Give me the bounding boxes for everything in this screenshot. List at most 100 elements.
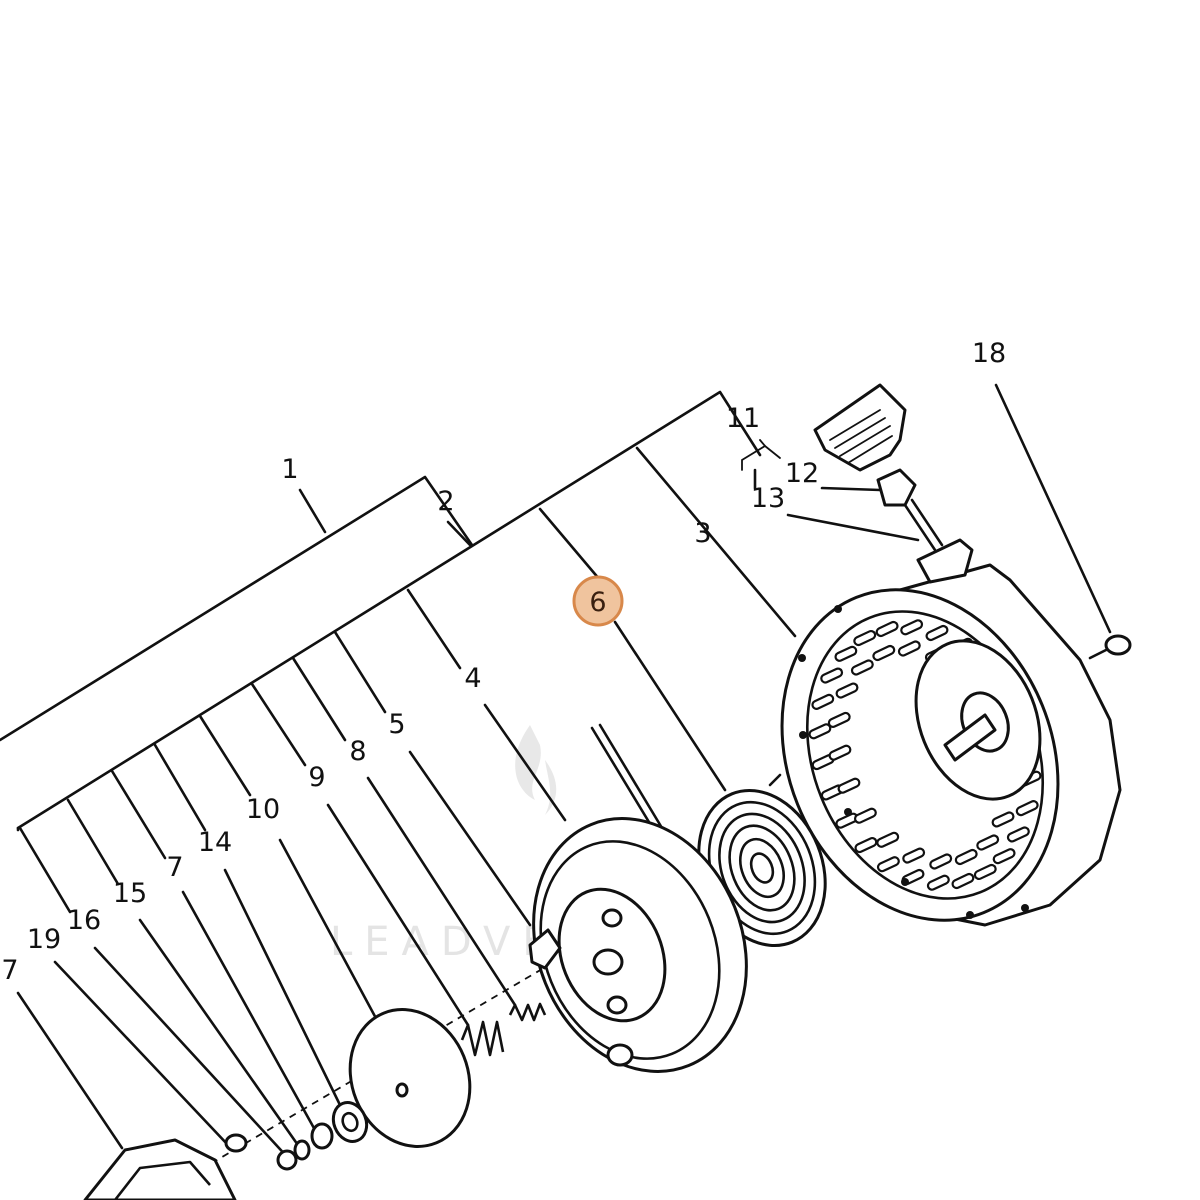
pulley-screw: [606, 1043, 634, 1067]
leader-16-upper: [18, 826, 72, 914]
vent-slot: [926, 874, 950, 891]
callout-6-label[interactable]: 6: [589, 587, 606, 618]
vent-slot: [828, 744, 852, 761]
vent-slot: [1006, 826, 1030, 843]
washers: [224, 1101, 369, 1171]
callout-label: 2: [437, 486, 454, 517]
leader-14-upper: [153, 743, 207, 832]
pulley-center-bore: [592, 948, 624, 976]
leader-15-upper: [66, 798, 120, 886]
vent-slot: [897, 640, 921, 657]
leader-8-upper: [291, 656, 347, 742]
handle-grip-line: [834, 417, 886, 449]
leader-15-lower: [138, 918, 302, 1150]
handle-grip-line: [839, 425, 891, 457]
vent-slot: [992, 848, 1016, 865]
handle-insert: [876, 468, 917, 507]
callout-label: 1: [281, 454, 298, 485]
leader-18: [994, 383, 1112, 634]
bracket-11: [741, 444, 781, 471]
vent-slot: [929, 853, 953, 870]
highlighted-callout-6[interactable]: 6: [572, 575, 624, 627]
callout-label: 4: [464, 663, 481, 694]
vent-slot: [872, 644, 896, 662]
vent-slot: [991, 811, 1015, 828]
vent-slot: [834, 645, 858, 662]
starter-handle-assembly: [813, 383, 974, 584]
flange-hole: [799, 731, 807, 739]
starter-handle: [813, 383, 907, 472]
spring-coil: [739, 837, 785, 899]
flange-hole: [844, 808, 852, 816]
spring-9: [460, 1020, 505, 1057]
nut-16: [276, 1149, 298, 1171]
callout-label: 15: [113, 878, 147, 909]
starter-rope: [903, 503, 937, 552]
bracket-2: [16, 390, 762, 830]
callout-label: 19: [27, 924, 61, 955]
watermark-flame-icon: [515, 725, 541, 800]
vent-slot: [954, 848, 978, 866]
spring-tab: [768, 773, 782, 787]
callout-label: 11: [726, 403, 760, 434]
leader-14-lower: [223, 868, 342, 1107]
leader-8-lower: [366, 776, 517, 1007]
vent-slot: [902, 847, 926, 864]
rope-segment-edge: [598, 723, 664, 830]
flange-hole: [798, 654, 806, 662]
vent-slot: [811, 693, 835, 710]
leader-16-lower: [93, 946, 292, 1162]
highlight-circle[interactable]: [572, 575, 624, 627]
callout-label: 18: [972, 338, 1006, 369]
leader-7b: [16, 991, 124, 1150]
housing-shaft: [943, 713, 997, 762]
vent-slot: [853, 629, 877, 647]
leader-9-lower: [326, 803, 470, 1027]
leader-7-upper: [110, 769, 167, 860]
leader-2: [446, 520, 472, 547]
lower-housing-fragment: [83, 1138, 237, 1200]
rope-segment: [590, 726, 657, 834]
leader-12: [820, 486, 882, 492]
flange-hole: [901, 878, 909, 886]
washer-15: [293, 1139, 311, 1161]
leader-4-lower: [483, 703, 567, 822]
flange-hole: [834, 605, 842, 613]
washer-14: [331, 1101, 369, 1143]
vent-slot: [925, 624, 949, 642]
spring-8: [508, 1002, 547, 1022]
callout-label: 14: [198, 827, 232, 858]
callout-label: 8: [349, 736, 366, 767]
friction-plate: [348, 1008, 472, 1148]
leader-6-lower: [613, 620, 727, 792]
vent-slot: [820, 667, 844, 684]
leader-5-lower: [408, 750, 532, 927]
washer-14-hole: [341, 1111, 359, 1133]
vent-slot: [900, 619, 924, 636]
plate-hole: [395, 1082, 409, 1098]
washer-7: [310, 1122, 334, 1150]
callout-label: 3: [694, 518, 711, 549]
spring-coil: [749, 852, 775, 884]
screw-shank: [1088, 648, 1108, 660]
callout-label: 12: [785, 458, 819, 489]
lower-housing-inner: [113, 1160, 211, 1200]
callout-label: 5: [388, 709, 405, 740]
pawl: [528, 928, 562, 970]
spring-coil: [728, 824, 796, 912]
lower-housing: [83, 1138, 237, 1200]
pulley-groove: [539, 840, 721, 1060]
leader-5-upper: [333, 630, 387, 714]
vent-slot: [976, 834, 1000, 851]
small-springs: [460, 1002, 547, 1057]
recoil-housing: [780, 563, 1122, 927]
leader-3: [635, 446, 797, 638]
leader-11: [759, 439, 766, 447]
leader-13: [786, 513, 920, 542]
starter-rope-edge: [910, 498, 944, 547]
handle-grip-line: [847, 435, 893, 464]
vent-slot: [875, 620, 899, 638]
flange-hole: [966, 911, 974, 919]
leader-6-upper: [538, 507, 602, 582]
